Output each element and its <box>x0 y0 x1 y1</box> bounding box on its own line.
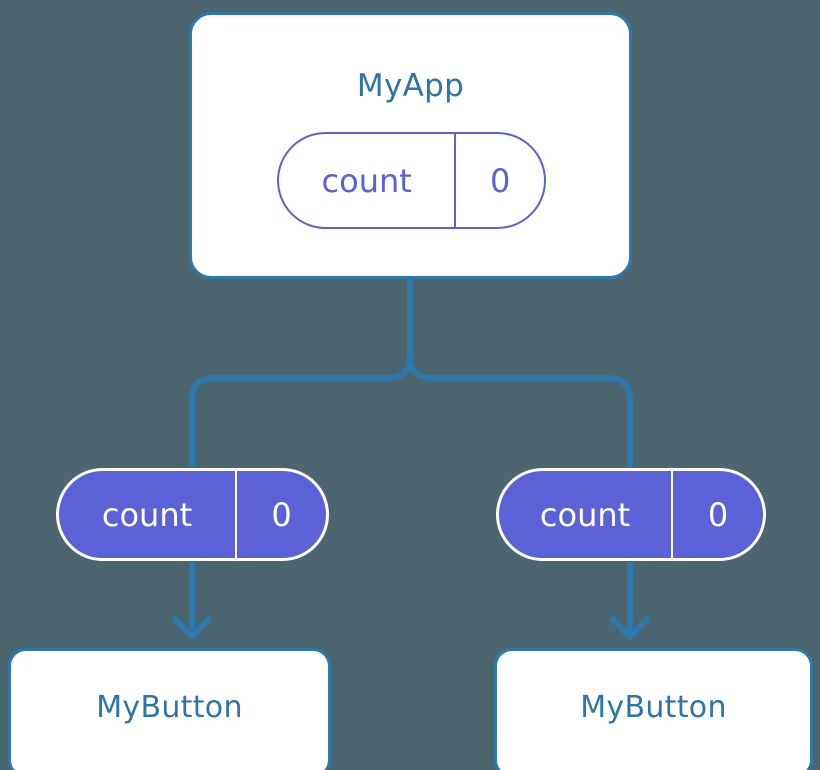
arrow-head-right <box>610 616 650 640</box>
state-value-branch-left: 0 <box>235 471 326 558</box>
connector-branch-left <box>189 355 413 472</box>
state-value-branch-right: 0 <box>671 471 763 558</box>
state-key-branch-left: count <box>101 495 193 534</box>
connector-branch-right <box>407 355 633 472</box>
component-name-mybutton-right: MyButton <box>580 690 727 725</box>
component-name-mybutton-left: MyButton <box>96 690 243 725</box>
state-key-branch-right: count <box>539 495 631 534</box>
arrow-head-left <box>172 616 212 640</box>
state-key-root: count <box>321 161 412 200</box>
state-pill-root[interactable]: count 0 <box>277 132 546 229</box>
state-pill-branch-left[interactable]: count 0 <box>56 468 329 561</box>
state-pill-branch-right[interactable]: count 0 <box>496 468 766 561</box>
component-card-mybutton-left[interactable]: MyButton <box>8 648 331 770</box>
component-name-myapp: MyApp <box>356 68 465 104</box>
component-card-mybutton-right[interactable]: MyButton <box>494 648 813 770</box>
state-value-root: 0 <box>454 134 544 227</box>
